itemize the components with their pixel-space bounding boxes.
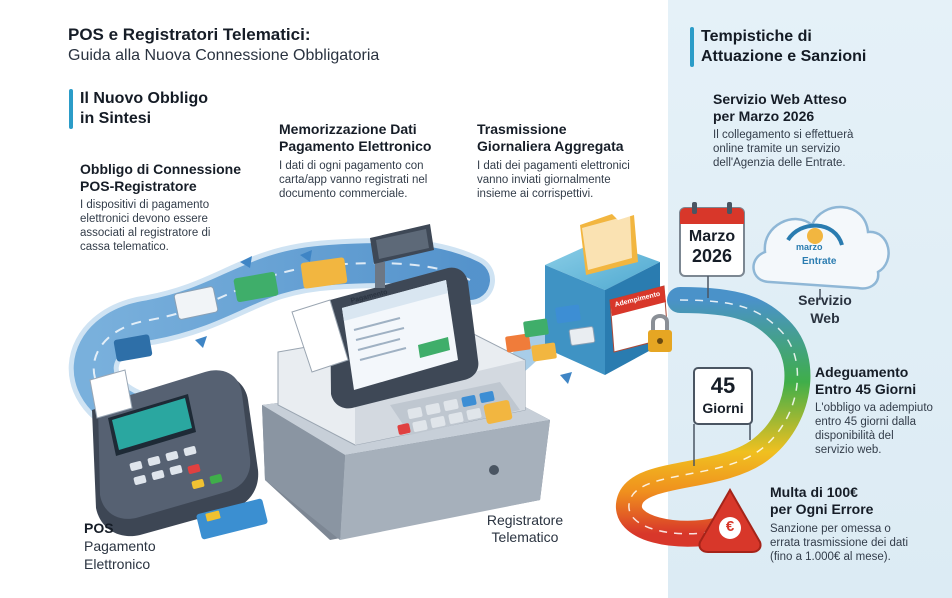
euro-warning-icon bbox=[698, 487, 762, 553]
memorization-body-3: documento commerciale. bbox=[279, 188, 408, 200]
cash-register bbox=[262, 224, 550, 540]
memorization-title-line2: Pagamento Elettronico bbox=[279, 138, 432, 154]
transmission-body-1: I dati dei pagamenti elettronici bbox=[477, 160, 630, 172]
timeline-title-line1: Tempistiche di bbox=[701, 28, 812, 45]
web-service-body-1: Il collegamento si effettuerà bbox=[713, 129, 854, 141]
page-subtitle: Guida alla Nuova Connessione Obbligatori… bbox=[68, 47, 380, 64]
days-badge bbox=[693, 367, 753, 466]
memorization-body-1: I dati di ogni pagamento con bbox=[279, 160, 424, 172]
web-service-title-line1: Servizio Web Atteso bbox=[713, 91, 847, 107]
fine-body-1: Sanzione per omessa o bbox=[770, 523, 891, 535]
transmission-body-3: insieme ai corrispettivi. bbox=[477, 188, 594, 200]
days-title-line1: Adeguamento bbox=[815, 364, 909, 380]
summary-title-line1: Il Nuovo Obbligo bbox=[80, 90, 208, 107]
days-title-line2: Entro 45 Giorni bbox=[815, 381, 917, 397]
timeline-accent-bar bbox=[690, 27, 694, 67]
page-title: POS e Registratori Telematici: bbox=[68, 25, 311, 44]
transmission-title-line2: Giornaliera Aggregata bbox=[477, 138, 624, 154]
connection-title-line1: Obbligo di Connessione bbox=[80, 161, 241, 177]
pos-label-line2: Pagamento bbox=[84, 538, 156, 554]
fine-title-line2: per Ogni Errore bbox=[770, 501, 874, 517]
calendar-icon bbox=[679, 202, 745, 277]
summary-title-line2: in Sintesi bbox=[80, 110, 152, 127]
memorization-body-2: carta/app vanno registrati nel bbox=[279, 174, 428, 186]
pos-terminal bbox=[89, 369, 268, 540]
pos-label-line3: Elettronico bbox=[84, 556, 151, 572]
cloud-label-line1: Servizio bbox=[798, 292, 852, 308]
register-label-line1: Registratore bbox=[486, 512, 564, 528]
summary-accent-bar bbox=[69, 89, 73, 129]
fine-body-3: (fino a 1.000€ al mese). bbox=[770, 551, 891, 563]
days-body-1: L'obbligo va adempiuto bbox=[815, 402, 933, 414]
web-service-title-line2: per Marzo 2026 bbox=[713, 108, 815, 124]
connection-body-4: cassa telematico. bbox=[80, 241, 169, 253]
calendar-month: Marzo bbox=[688, 228, 736, 245]
connection-body-3: associati al registratore di bbox=[80, 227, 211, 239]
data-cube bbox=[505, 214, 672, 375]
days-number: 45 bbox=[710, 373, 736, 398]
pos-label-line1: POS bbox=[84, 520, 114, 536]
days-body-4: servizio web. bbox=[815, 444, 882, 456]
web-service-body-2: online tramite un servizio bbox=[713, 143, 841, 155]
payment-cards bbox=[113, 257, 348, 362]
memorization-title-line1: Memorizzazione Dati bbox=[279, 121, 417, 137]
connection-body-2: elettronici devono essere bbox=[80, 213, 208, 225]
register-label-line2: Telematico bbox=[491, 529, 559, 545]
fine-body-2: errata trasmissione dei dati bbox=[770, 537, 909, 549]
fine-title-line1: Multa di 100€ bbox=[770, 484, 858, 500]
connection-title-line2: POS-Registratore bbox=[80, 178, 197, 194]
cloud-icon bbox=[752, 205, 890, 290]
euro-icon: € bbox=[725, 518, 735, 535]
cloud-logo-text2: Entrate bbox=[802, 256, 837, 267]
connection-body-1: I dispositivi di pagamento bbox=[80, 199, 210, 211]
cloud-label-line2: Web bbox=[810, 310, 840, 326]
transmission-body-2: vanno inviati giornalmente bbox=[477, 174, 611, 186]
timeline-title-line2: Attuazione e Sanzioni bbox=[701, 48, 867, 65]
cloud-logo-text1: marzo bbox=[796, 242, 823, 252]
days-unit: Giorni bbox=[702, 400, 744, 416]
web-service-body-3: dell'Agenzia delle Entrate. bbox=[713, 157, 846, 169]
days-body-3: disponibilità del bbox=[815, 430, 894, 442]
flow-arrows bbox=[195, 250, 572, 384]
transmission-title-line1: Trasmissione bbox=[477, 121, 567, 137]
calendar-year: 2026 bbox=[691, 246, 733, 266]
days-body-2: entro 45 giorni dalla bbox=[815, 416, 917, 428]
